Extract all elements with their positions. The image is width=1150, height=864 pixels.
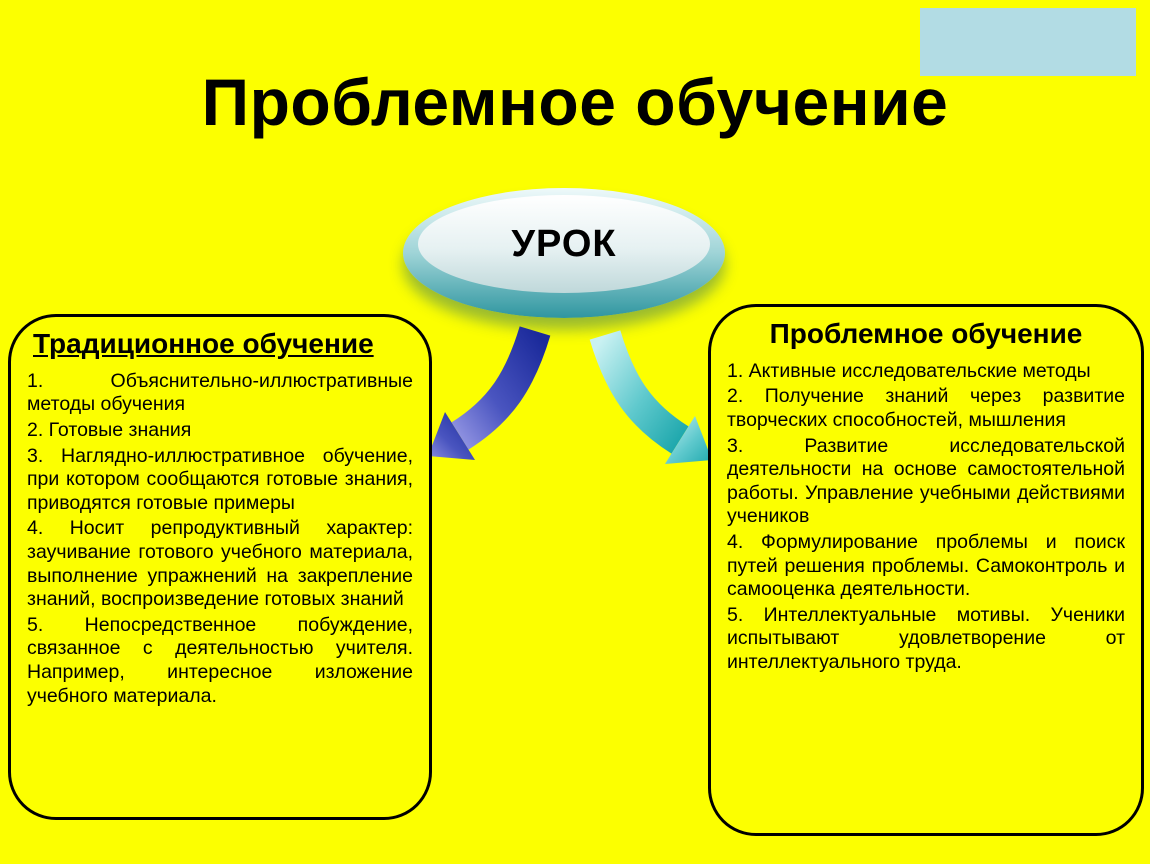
list-item: 1. Активные исследовательские методы: [727, 359, 1091, 382]
problem-box-title: Проблемное обучение: [769, 318, 1083, 349]
lesson-label: УРОК: [511, 222, 617, 265]
traditional-box-title: Традиционное обучение: [33, 328, 374, 359]
accent-rectangle: [920, 8, 1136, 76]
slide-title: Проблемное обучение: [201, 65, 949, 139]
problem-learning-box: Проблемное обучение 1. Активные исследов…: [708, 304, 1144, 836]
list-item: 2. Готовые знания: [27, 418, 192, 441]
list-item: 4. Формулирование проблемы и поиск путей…: [727, 530, 1125, 601]
list-item: 1. Объяснительно-иллюстративные методы о…: [27, 369, 413, 416]
traditional-learning-box: Традиционное обучение 1. Объяснительно-и…: [8, 314, 432, 820]
list-item: 4. Носит репродуктивный характер: заучив…: [27, 517, 413, 611]
lesson-ellipse-face: УРОК: [418, 195, 710, 293]
curved-arrow-right-icon: [589, 330, 712, 464]
curved-arrow-left-icon: [428, 326, 551, 460]
list-item: 5. Интеллектуальные мотивы. Ученики испы…: [727, 603, 1125, 673]
list-item: 2. Получение знаний через развитие творч…: [727, 385, 1125, 431]
lesson-ellipse: УРОК: [403, 188, 725, 318]
list-item: 3. Наглядно-иллюстративное обучение, при…: [27, 444, 413, 514]
list-item: 5. Непосредственное побуждение, связанно…: [27, 613, 413, 707]
list-item: 3. Развитие исследовательской деятельнос…: [727, 434, 1125, 528]
